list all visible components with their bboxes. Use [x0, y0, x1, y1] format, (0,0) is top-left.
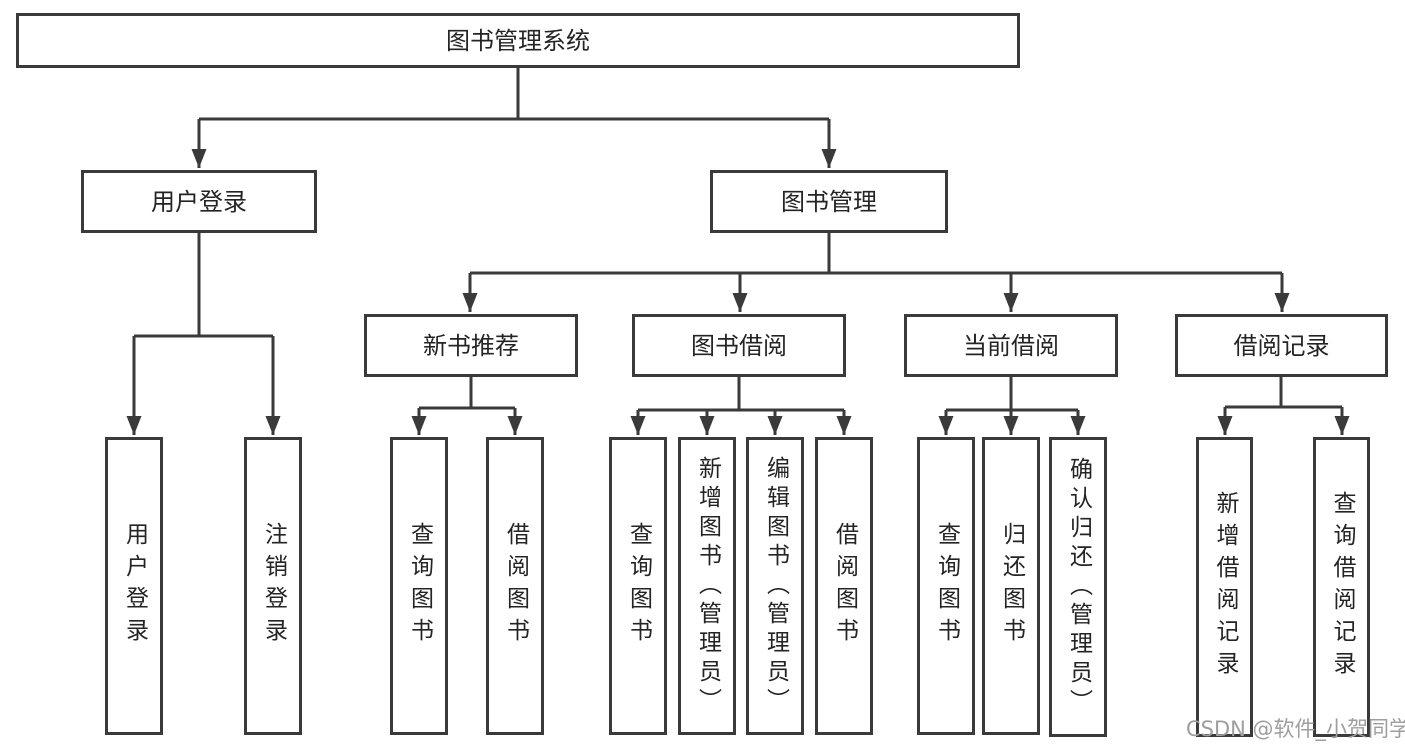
leaf-borrow-books-2: 借阅图书: [815, 437, 873, 735]
leaf-query-books-3-label: 查询图书: [933, 522, 960, 650]
leaf-borrow-books-2-label: 借阅图书: [831, 522, 858, 650]
leaf-query-books-1-label: 查询图书: [406, 522, 433, 650]
leaf-return-books-label: 归还图书: [998, 522, 1025, 650]
node-current-borrow: 当前借阅: [904, 314, 1118, 377]
leaf-query-borrow-record-label: 查询借阅记录: [1329, 491, 1355, 683]
leaf-confirm-return-admin-label: 确认归还（管理员）: [1065, 456, 1092, 718]
leaf-add-borrow-record-label: 新增借阅记录: [1212, 491, 1238, 683]
node-current-borrow-label: 当前借阅: [963, 331, 1059, 360]
node-book-borrow-label: 图书借阅: [691, 331, 787, 360]
leaf-logout: 注销登录: [244, 437, 302, 735]
leaf-borrow-books-1-label: 借阅图书: [502, 522, 529, 650]
leaf-confirm-return-admin: 确认归还（管理员）: [1049, 437, 1107, 737]
leaf-return-books: 归还图书: [982, 437, 1040, 735]
leaf-add-book-admin: 新增图书（管理员）: [678, 437, 736, 735]
node-book-mgmt-label: 图书管理: [781, 187, 877, 216]
leaf-user-login-label: 用户登录: [121, 522, 148, 650]
node-borrow-records-label: 借阅记录: [1233, 331, 1330, 360]
leaf-add-borrow-record: 新增借阅记录: [1196, 437, 1253, 737]
leaf-query-books-3: 查询图书: [917, 437, 975, 735]
leaf-edit-book-admin: 编辑图书（管理员）: [746, 437, 804, 735]
leaf-edit-book-admin-label: 编辑图书（管理员）: [762, 455, 789, 717]
leaf-user-login: 用户登录: [105, 437, 163, 735]
node-root-label: 图书管理系统: [446, 26, 590, 55]
leaf-query-borrow-record: 查询借阅记录: [1313, 437, 1370, 737]
node-user-login-label: 用户登录: [151, 187, 247, 216]
node-book-mgmt: 图书管理: [710, 170, 948, 233]
leaf-query-books-2: 查询图书: [609, 437, 667, 735]
node-new-books: 新书推荐: [364, 314, 578, 377]
csdn-watermark: CSDN @软件_小贺同学: [1186, 717, 1405, 741]
node-book-borrow: 图书借阅: [632, 314, 846, 377]
node-borrow-records: 借阅记录: [1175, 314, 1388, 377]
leaf-query-books-2-label: 查询图书: [625, 522, 652, 650]
node-user-login: 用户登录: [81, 170, 317, 233]
leaf-query-books-1: 查询图书: [390, 437, 448, 735]
node-new-books-label: 新书推荐: [423, 331, 519, 360]
leaf-logout-label: 注销登录: [260, 522, 287, 650]
node-root: 图书管理系统: [16, 13, 1020, 68]
leaf-borrow-books-1: 借阅图书: [486, 437, 544, 735]
leaf-add-book-admin-label: 新增图书（管理员）: [694, 455, 721, 717]
